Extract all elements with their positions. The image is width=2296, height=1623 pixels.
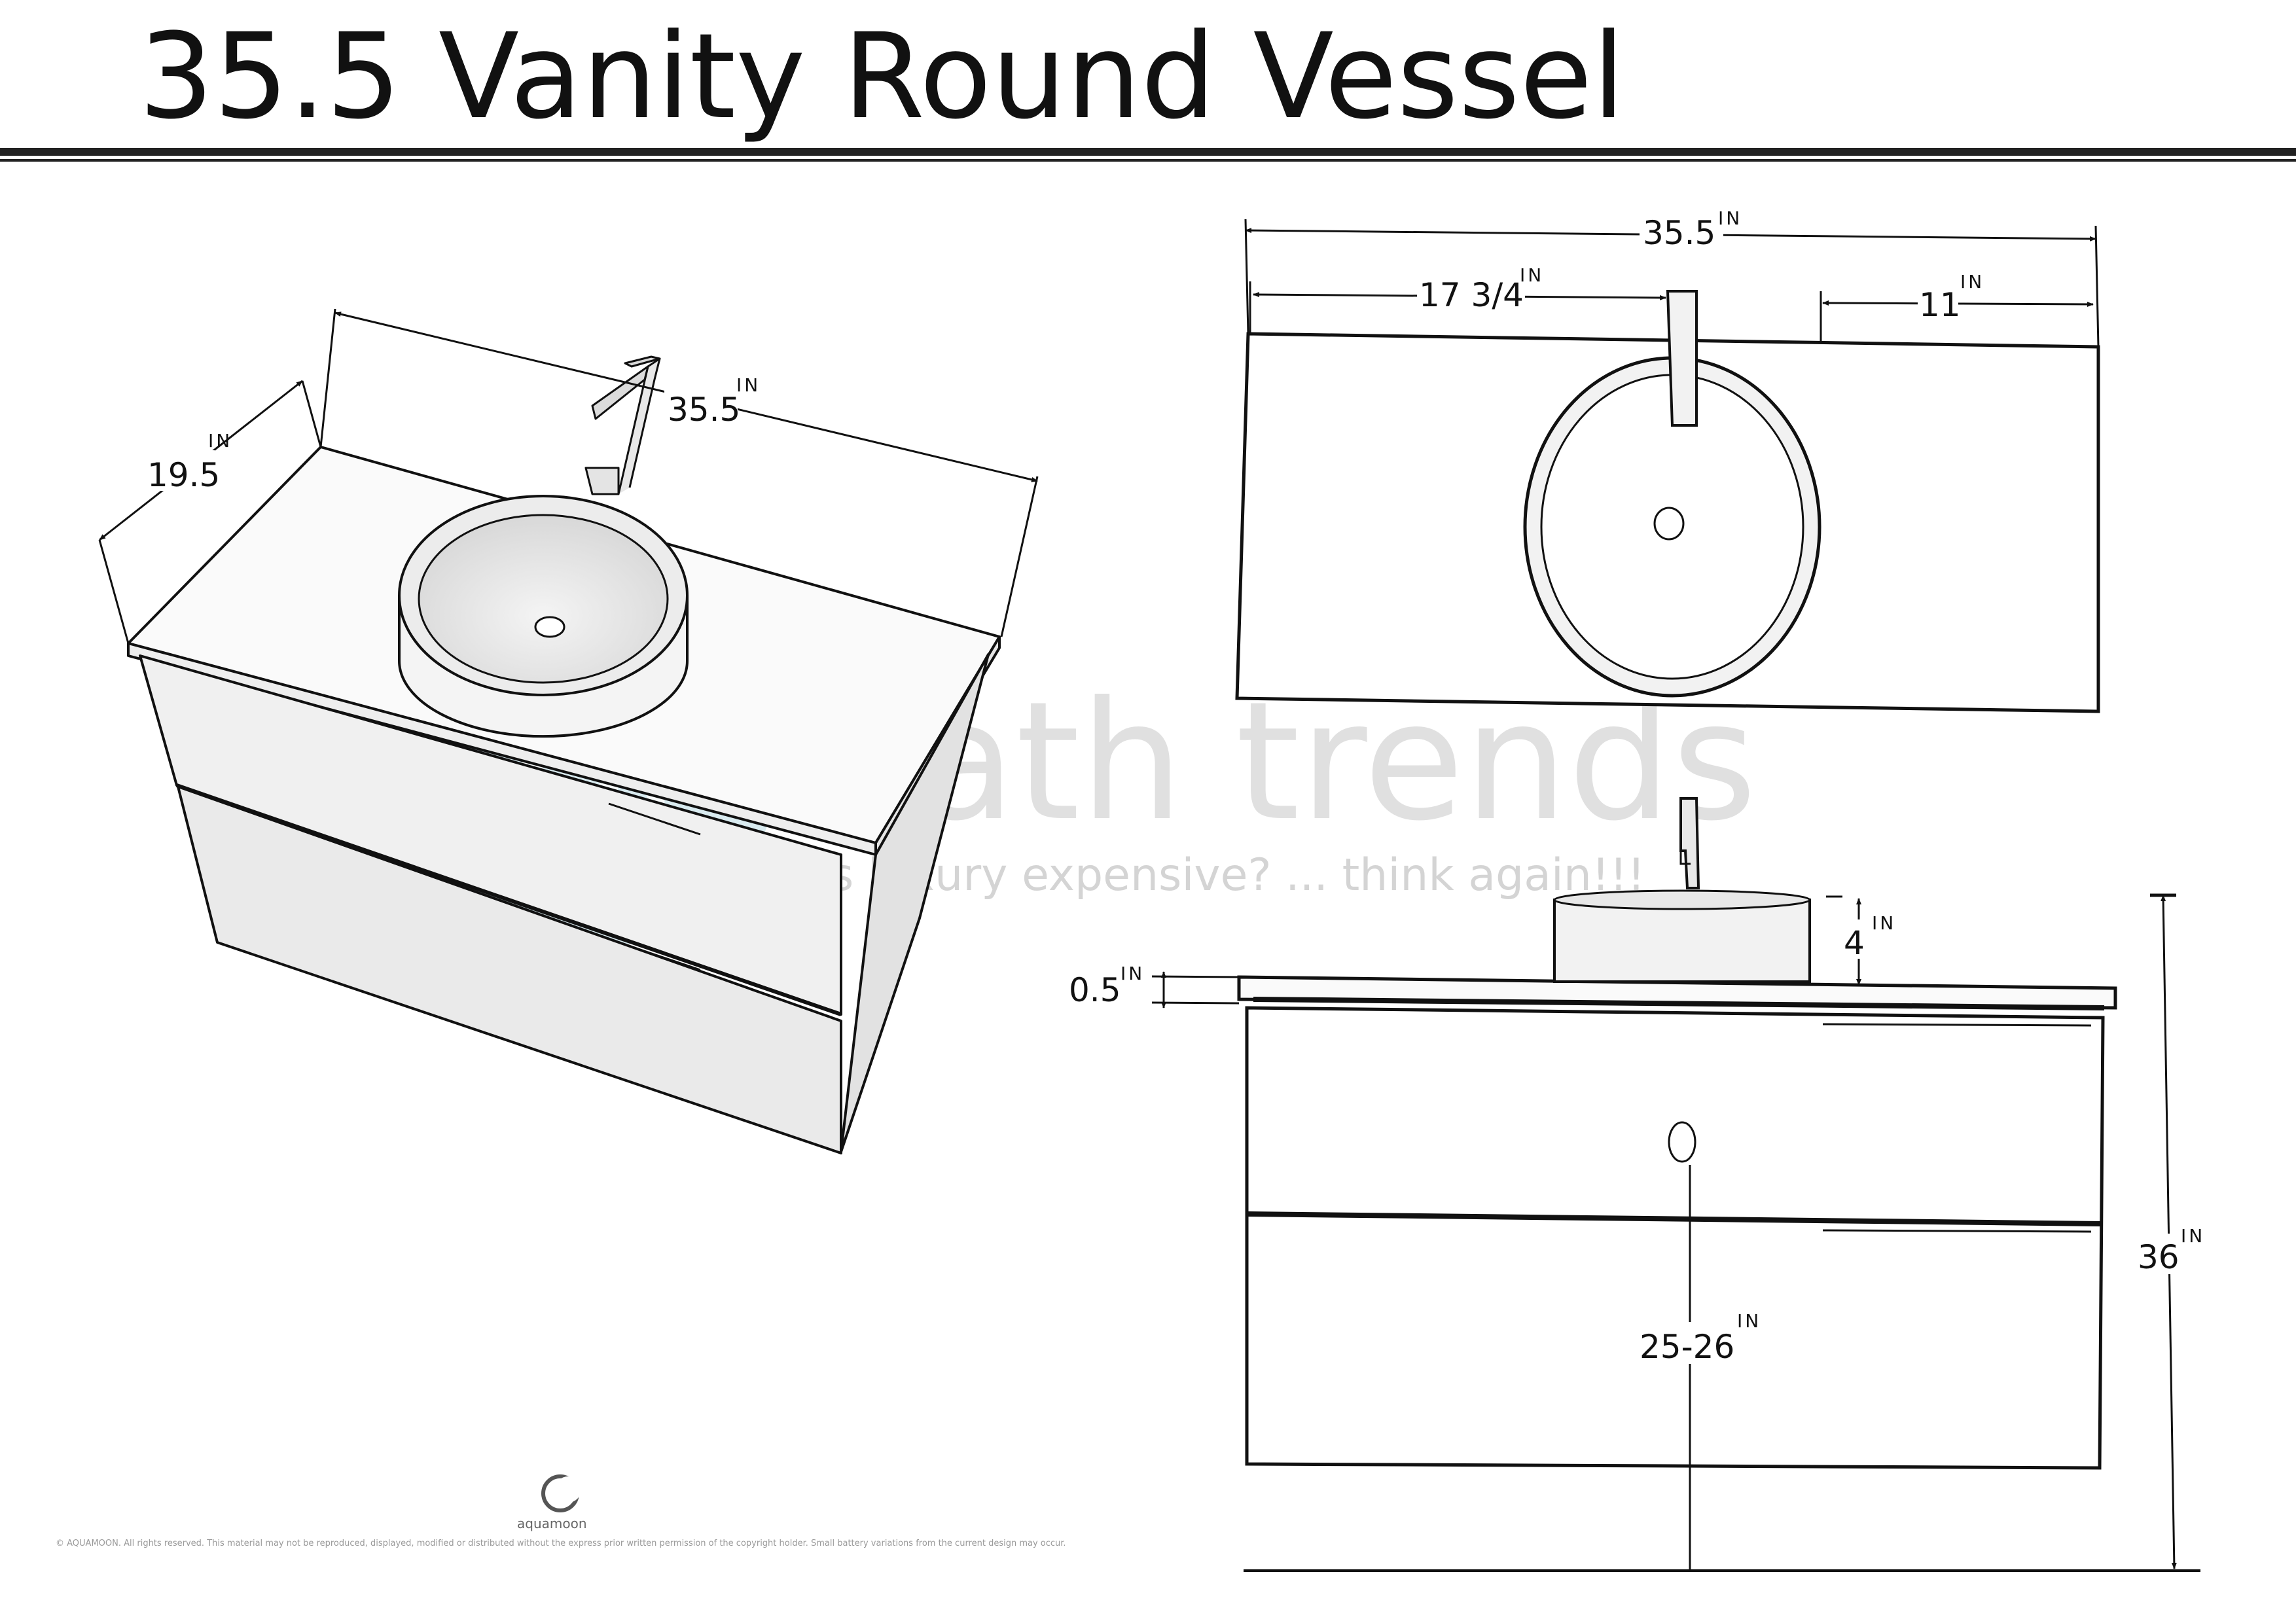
front-total-height-label: 36 [2138,1238,2179,1276]
front-view [1151,797,2200,1572]
top-width-label: 35.5 [1643,214,1715,252]
footer-logo: aquamoon [517,1474,587,1531]
front-vessel-label: 4 [1844,924,1865,962]
front-cabinet [1245,1006,2105,1470]
footer-copyright: © AQUAMOON. All rights reserved. This ma… [56,1539,1066,1548]
front-faucet [1679,797,1700,889]
iso-faucet [584,467,620,495]
front-total-height-dim-line [2161,895,2177,1569]
front-counter-label: 0.5 [1069,971,1121,1009]
iso-depth-label: 19.5 [147,456,220,494]
top-view [1235,219,2100,713]
page-title: 35.5 Vanity Round Vessel [139,9,1625,145]
top-faucet [1666,290,1698,427]
front-drawer-unit: IN [1737,1310,1761,1332]
top-right-offset-label: 11 [1919,286,1961,324]
front-drawer-divider [1246,1211,2102,1226]
front-vessel-sink [1553,899,1811,983]
watermark-tagline: is luxury expensive? ... think again!!! [818,849,1645,901]
top-drain [1653,507,1685,541]
top-width-unit: IN [1718,207,1742,229]
front-knob [1668,1121,1696,1163]
top-left-offset-unit: IN [1520,264,1544,286]
title-rule-thin [0,159,2296,162]
top-left-offset-label: 17 3/4 [1419,276,1524,314]
front-vessel-unit: IN [1872,912,1896,934]
isometric-view [98,308,1039,1154]
top-right-offset-unit: IN [1960,271,1984,293]
iso-drain [534,616,565,638]
title-rule [0,148,2296,156]
iso-width-label: 35.5 [668,391,740,429]
iso-cabinet-side [840,653,990,1153]
iso-depth-unit: IN [208,430,232,452]
front-drawer-label: 25-26 [1640,1328,1734,1366]
footer-logo-text: aquamoon [517,1516,587,1531]
front-total-height-unit: IN [2181,1225,2205,1247]
front-counter-unit: IN [1121,963,1145,984]
iso-width-unit: IN [736,374,761,396]
